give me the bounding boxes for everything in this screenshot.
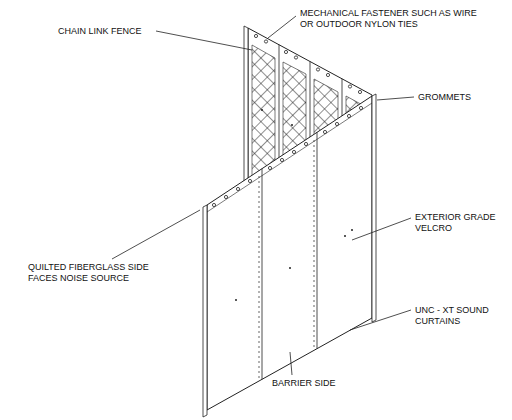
leader-line (112, 16, 414, 375)
callout-label: QUILTED FIBERGLASS SIDE FACES NOISE SOUR… (28, 262, 168, 284)
callout-label: EXTERIOR GRADE VELCRO (415, 212, 505, 234)
callout-label: BARRIER SIDE (272, 378, 336, 389)
grommet (212, 106, 362, 206)
callout-label: CHAIN LINK FENCE (58, 26, 142, 37)
grommet (254, 34, 361, 93)
callout-label: MECHANICAL FASTENER SUCH AS WIRE OR OUTD… (300, 8, 480, 30)
curtain-panel (203, 94, 376, 417)
callout-label: GROMMETS (418, 92, 471, 103)
callout-label: UNC - XT SOUND CURTAINS (415, 305, 505, 327)
fastener-dot (235, 229, 353, 301)
velcro-seam (259, 140, 314, 378)
